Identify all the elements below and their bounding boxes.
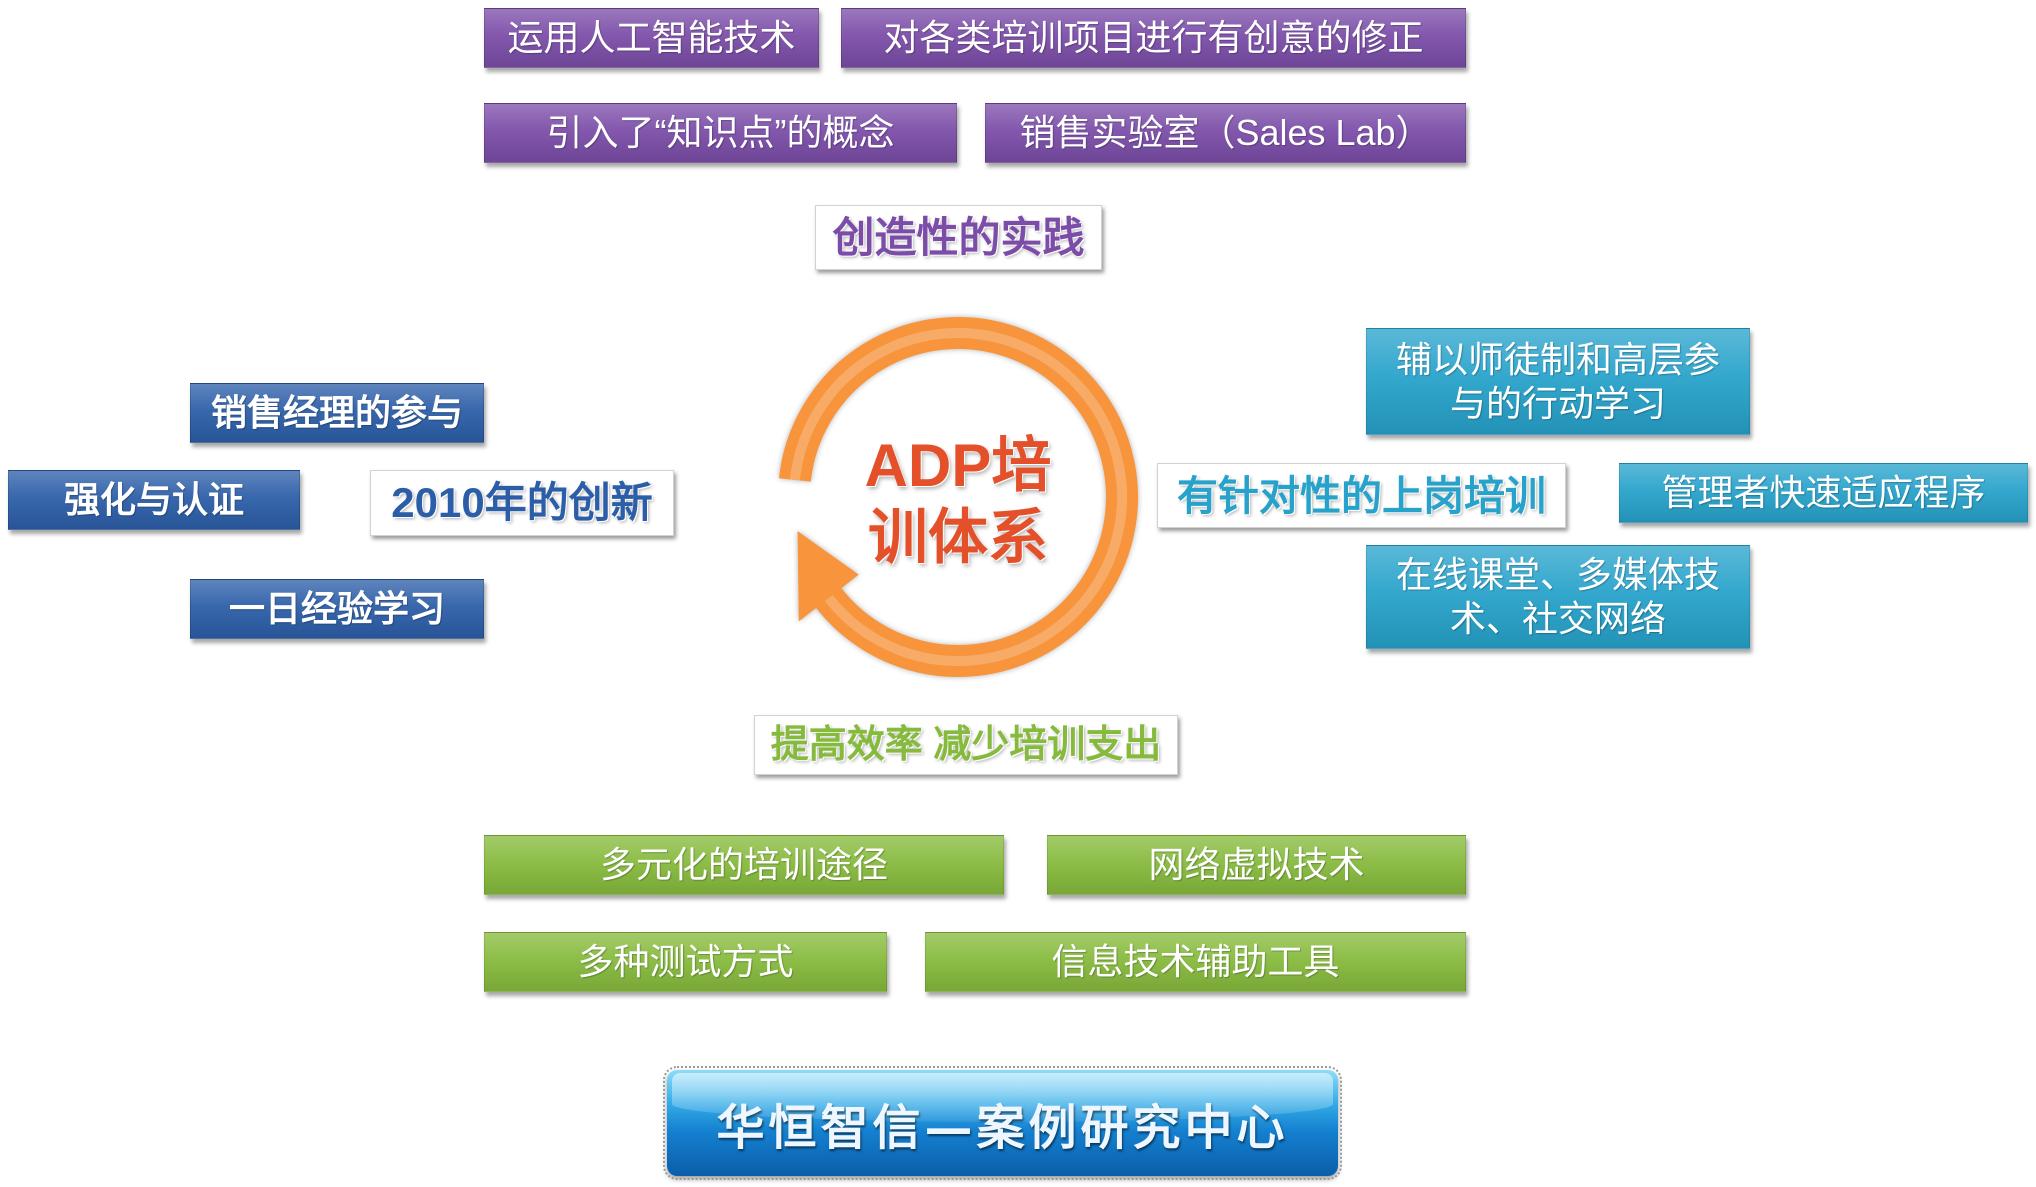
- onboarding-item-mentorship-line2: 与的行动学习: [1449, 382, 1666, 424]
- creative-practice-item-sales-lab: 销售实验室（Sales Lab）: [985, 103, 1466, 163]
- onboarding-item-online-media-line1: 在线课堂、多媒体技: [1395, 554, 1720, 595]
- efficiency-item-virtual-tech: 网络虚拟技术: [1047, 835, 1466, 895]
- footer-banner: 华恒智信—案例研究中心: [663, 1066, 1342, 1180]
- onboarding-item-mentorship: 辅以师徒制和高层参 与的行动学习: [1366, 328, 1750, 435]
- innovation-item-sales-manager: 销售经理的参与: [190, 383, 484, 443]
- efficiency-title: 提高效率 减少培训支出: [754, 715, 1178, 775]
- innovation-item-certification: 强化与认证: [8, 470, 300, 530]
- circular-arrow-ring-highlight: [789, 328, 1127, 666]
- creative-practice-title: 创造性的实践: [815, 205, 1102, 270]
- circular-arrow-ring: [778, 317, 1138, 677]
- efficiency-item-testing-methods: 多种测试方式: [484, 932, 887, 992]
- efficiency-item-diverse-channels: 多元化的培训途径: [484, 835, 1004, 895]
- circular-arrow-head: [797, 531, 859, 622]
- onboarding-item-mentorship-line1: 辅以师徒制和高层参: [1395, 338, 1720, 380]
- onboarding-item-manager-adaptation-line1: 管理者快速适应程序: [1661, 472, 1986, 513]
- onboarding-item-online-media: 在线课堂、多媒体技 术、社交网络: [1366, 545, 1750, 649]
- targeted-onboarding-title: 有针对性的上岗培训: [1157, 463, 1566, 528]
- center-title-line1: ADP培: [864, 432, 1052, 499]
- creative-practice-item-ai: 运用人工智能技术: [484, 8, 819, 68]
- center-title-line2: 训体系: [868, 504, 1048, 571]
- onboarding-item-online-media-line2: 术、社交网络: [1449, 598, 1666, 639]
- center-title: ADP培 训体系: [848, 430, 1068, 574]
- circular-arrow-icon: [778, 317, 1138, 677]
- footer-banner-text: 华恒智信—案例研究中心: [716, 1100, 1289, 1156]
- innovation-item-one-day-learning: 一日经验学习: [190, 579, 484, 639]
- innovation-2010-title: 2010年的创新: [370, 470, 674, 536]
- creative-practice-item-knowledge-points: 引入了“知识点”的概念: [484, 103, 957, 163]
- creative-practice-item-revision: 对各类培训项目进行有创意的修正: [841, 8, 1466, 68]
- efficiency-item-it-tools: 信息技术辅助工具: [925, 932, 1466, 992]
- onboarding-item-manager-adaptation: 管理者快速适应程序: [1619, 463, 2028, 523]
